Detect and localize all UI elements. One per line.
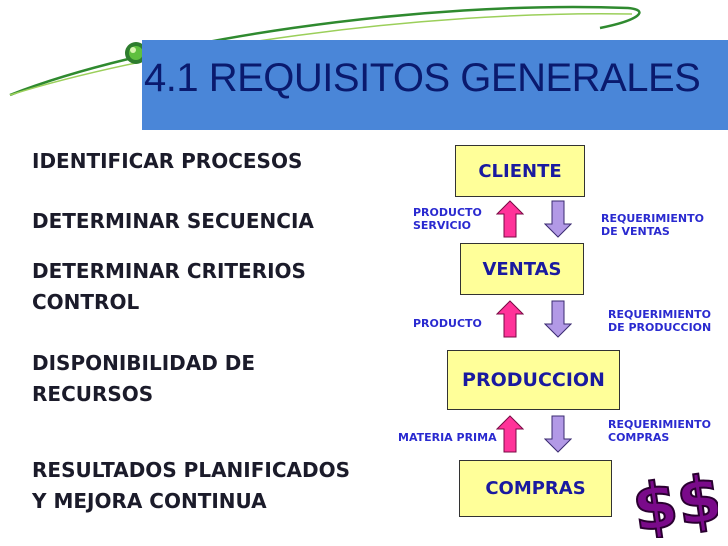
label-requerimiento-produccion: REQUERIMIENTO DE PRODUCCION (608, 308, 712, 334)
box-ventas: VENTAS (460, 243, 584, 295)
title-band (142, 40, 728, 130)
decorative-swoosh (9, 5, 641, 97)
list-item-mejora-continua: Y MEJORA CONTINUA (32, 489, 267, 513)
svg-text:$$: $$ (628, 462, 718, 538)
arrow-up-icon (496, 300, 524, 338)
label-producto: PRODUCTO (413, 317, 482, 330)
arrow-up-icon (496, 415, 524, 453)
list-item-disponibilidad: DISPONIBILIDAD DE (32, 351, 256, 375)
bullet-ball-icon (125, 42, 147, 64)
label-requerimiento-ventas: REQUERIMIENTO DE VENTAS (601, 212, 704, 238)
arrow-up-icon (496, 200, 524, 238)
box-cliente: CLIENTE (455, 145, 585, 197)
list-item-recursos: RECURSOS (32, 382, 154, 406)
list-item-control: CONTROL (32, 290, 140, 314)
label-materia-prima: MATERIA PRIMA (398, 431, 497, 444)
arrow-down-icon (544, 200, 572, 238)
list-item-identificar-procesos: IDENTIFICAR PROCESOS (32, 149, 303, 173)
money-dollar-icon: $$ (628, 461, 718, 538)
arrow-down-icon (544, 300, 572, 338)
arrow-down-icon (544, 415, 572, 453)
box-produccion: PRODUCCION (447, 350, 620, 410)
label-requerimiento-compras: REQUERIMIENTO COMPRAS (608, 418, 711, 444)
box-compras: COMPRAS (459, 460, 612, 517)
list-item-resultados-planificados: RESULTADOS PLANIFICADOS (32, 458, 351, 482)
label-producto-servicio: PRODUCTO SERVICIO (413, 206, 482, 232)
page-title: 4.1 REQUISITOS GENERALES (144, 56, 701, 100)
list-item-determinar-secuencia: DETERMINAR SECUENCIA (32, 209, 314, 233)
list-item-determinar-criterios: DETERMINAR CRITERIOS (32, 259, 306, 283)
